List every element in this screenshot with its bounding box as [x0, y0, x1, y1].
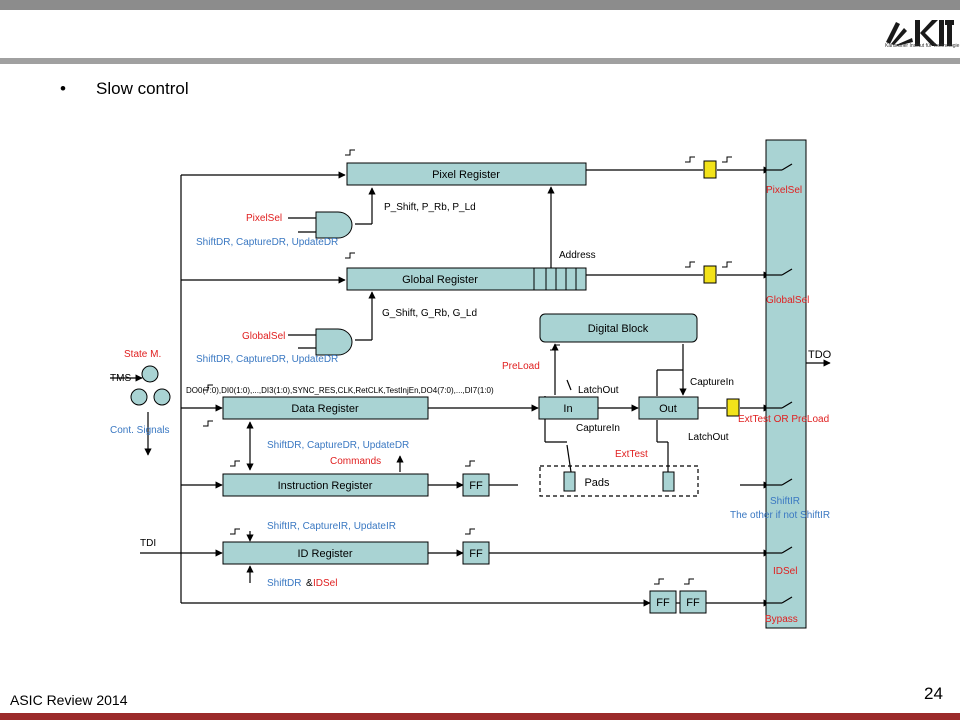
state-m-label: State M.: [124, 349, 161, 360]
digital-block-label: Digital Block: [588, 323, 649, 335]
shift-ir-label: ShiftIR, CaptureIR, UpdateIR: [267, 521, 396, 532]
bullet-marker: •: [60, 79, 66, 98]
globalsel-input-label: GlobalSel: [242, 331, 285, 342]
bottom-bar: [0, 713, 960, 720]
footer-text: ASIC Review 2014: [10, 692, 128, 708]
shift-data-label: ShiftDR, CaptureDR, UpdateDR: [267, 440, 409, 451]
commands-label: Commands: [330, 456, 381, 467]
mux-other-label: The other if not ShiftIR: [730, 510, 830, 521]
ff-id-label: FF: [469, 548, 483, 560]
pad-left: [563, 471, 576, 492]
state-machine-circle-3: [153, 388, 171, 406]
out-block: [638, 396, 699, 420]
instruction-register-label: Instruction Register: [278, 480, 373, 492]
tms-label: TMS: [110, 373, 131, 384]
shift-global-label: ShiftDR, CaptureDR, UpdateDR: [196, 354, 338, 365]
address-label: Address: [559, 250, 596, 261]
preload-label: PreLoad: [502, 361, 540, 372]
and-gate-global: [315, 328, 353, 356]
ff-bypass1-label: FF: [656, 597, 670, 609]
id-register-label: ID Register: [297, 548, 352, 560]
tdi-label: TDI: [140, 538, 156, 549]
out-label: Out: [659, 403, 677, 415]
pixel-register-label: Pixel Register: [432, 169, 500, 181]
instruction-register-block: [222, 473, 429, 497]
ff-instruction-block: [462, 473, 490, 497]
ampersand-label: &: [306, 578, 313, 589]
slide-title: Slow control: [96, 79, 189, 98]
pad-right: [662, 471, 675, 492]
pixel-register-block: [346, 162, 587, 186]
in-label: In: [563, 403, 572, 415]
ff-bypass1-block: [649, 590, 677, 614]
ff-instruction-label: FF: [469, 480, 483, 492]
header-divider: [0, 58, 960, 64]
latchout-bottom-label: LatchOut: [688, 432, 729, 443]
ff-bypass2-label: FF: [686, 597, 700, 609]
global-bus-label: G_Shift, G_Rb, G_Ld: [382, 308, 477, 319]
state-machine-circle-1: [141, 365, 159, 383]
latch-global: [703, 265, 717, 284]
pads-box: [539, 465, 699, 497]
global-register-label: Global Register: [402, 274, 478, 286]
mux-column: [765, 139, 807, 629]
latchout-top-label: LatchOut: [578, 385, 619, 396]
digital-block: [539, 313, 698, 343]
pixel-bus-label: P_Shift, P_Rb, P_Ld: [384, 202, 476, 213]
pads-label: Pads: [584, 477, 610, 489]
id-register-block: [222, 541, 429, 565]
and-gate-pixel: [315, 211, 353, 239]
kit-logo: [886, 20, 954, 46]
mux-bypass-label: Bypass: [765, 614, 798, 625]
latch-data: [726, 398, 740, 417]
tdo-label: TDO: [808, 349, 832, 361]
data-register-label: Data Register: [291, 403, 359, 415]
mux-pixelsel-label: PixelSel: [766, 185, 802, 196]
shiftdr-label: ShiftDR: [267, 578, 301, 589]
logo-subtitle: Karlsruher Institut für Technologie: [885, 43, 960, 49]
ff-bypass2-block: [679, 590, 707, 614]
pixelsel-input-label: PixelSel: [246, 213, 282, 224]
capturein-top-label: CaptureIn: [690, 377, 734, 388]
latch-pixel: [703, 160, 717, 179]
do-bus-label: DO0(7:0),DI0(1:0),...,DI3(1:0),SYNC_RES,…: [186, 386, 494, 395]
cont-signals-label: Cont. Signals: [110, 425, 169, 436]
idsel-input-label: IDSel: [313, 578, 337, 589]
mux-exttest-label: ExtTest OR PreLoad: [738, 414, 829, 425]
shift-pixel-label: ShiftDR, CaptureDR, UpdateDR: [196, 237, 338, 248]
capturein-bottom-label: CaptureIn: [576, 423, 620, 434]
in-block: [538, 396, 599, 420]
ff-id-block: [462, 541, 490, 565]
global-register-block: [346, 267, 587, 291]
exttest-label: ExtTest: [615, 449, 648, 460]
state-machine-circle-2: [130, 388, 148, 406]
mux-idsel-label: IDSel: [773, 566, 797, 577]
mux-globalsel-label: GlobalSel: [766, 295, 809, 306]
page-number: 24: [924, 684, 943, 703]
data-register-block: [222, 396, 429, 420]
mux-shiftir-label: ShiftIR: [770, 496, 800, 507]
top-bar: [0, 0, 960, 10]
